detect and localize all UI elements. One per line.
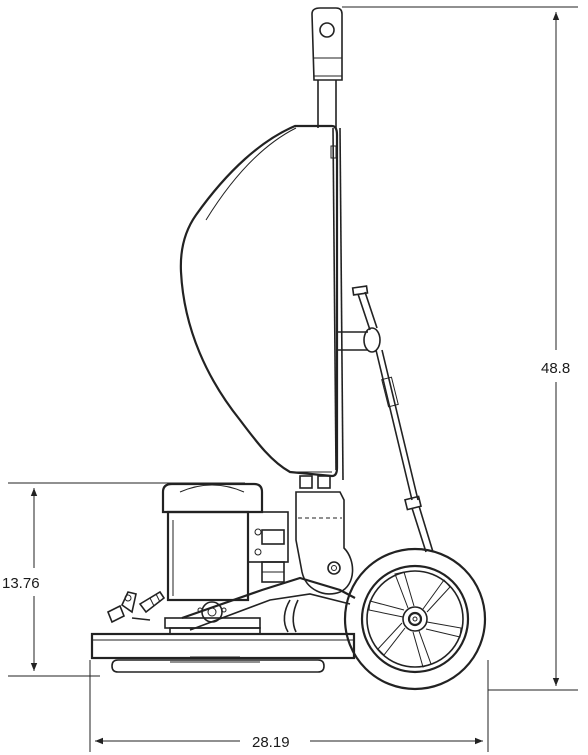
lever-assembly xyxy=(106,590,166,624)
tilt-handle-arm xyxy=(338,285,434,553)
dimension-width-total-label: 28.19 xyxy=(252,734,290,751)
pod-cover xyxy=(179,124,339,478)
mast-tube xyxy=(317,80,344,481)
dimension-height-base-label: 13.76 xyxy=(2,575,40,592)
base-deck xyxy=(90,632,356,660)
wheel xyxy=(343,547,487,691)
column-bracket xyxy=(295,475,354,595)
dimension-height-total-label: 48.8 xyxy=(541,360,570,377)
pad-driver xyxy=(111,656,325,673)
handle-grip xyxy=(311,7,343,81)
wheel-spokes xyxy=(368,571,462,668)
dimension-width-total: 28.19 xyxy=(89,660,489,752)
dimension-height-total: 48.8 xyxy=(342,6,578,691)
chassis-frame xyxy=(164,576,356,635)
motor-housing xyxy=(161,482,289,602)
